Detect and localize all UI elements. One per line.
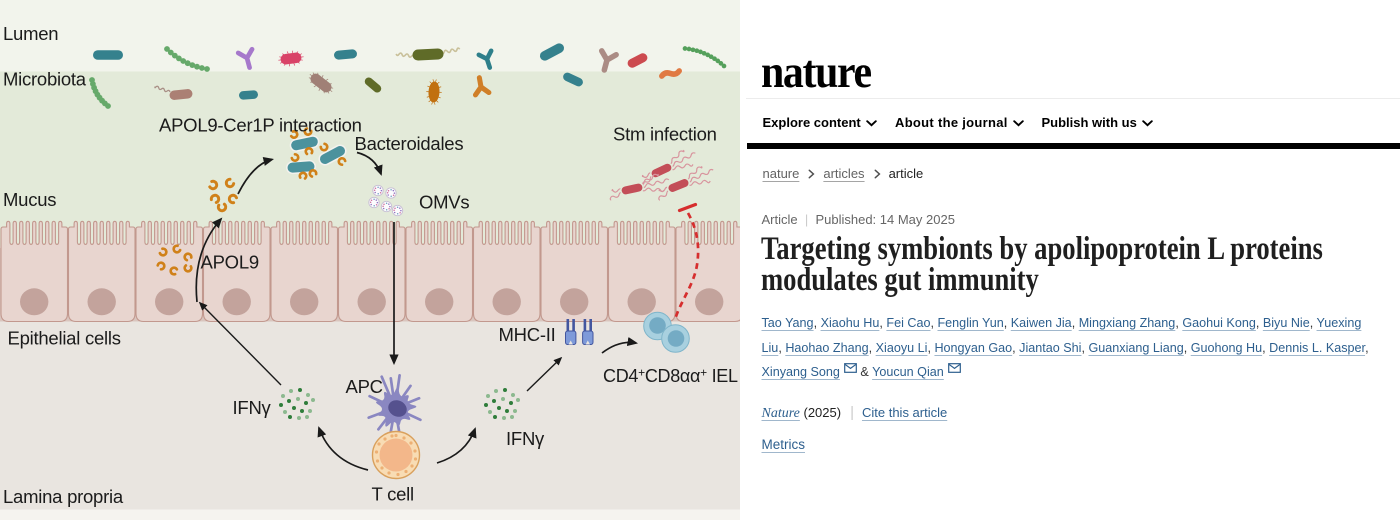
svg-text:Mucus: Mucus bbox=[3, 189, 56, 210]
svg-text:MHC-II: MHC-II bbox=[499, 324, 556, 345]
svg-text:Stm infection: Stm infection bbox=[613, 124, 717, 145]
svg-text:OMVs: OMVs bbox=[419, 192, 469, 213]
svg-text:Microbiota: Microbiota bbox=[3, 69, 87, 90]
svg-text:T cell: T cell bbox=[372, 484, 414, 505]
svg-text:APOL9-Cer1P interaction: APOL9-Cer1P interaction bbox=[159, 115, 362, 136]
svg-text:Bacteroidales: Bacteroidales bbox=[355, 133, 464, 154]
svg-text:Lumen: Lumen bbox=[3, 23, 58, 44]
svg-text:Epithelial cells: Epithelial cells bbox=[8, 328, 121, 349]
svg-text:APC: APC bbox=[346, 376, 383, 397]
svg-text:CD4+CD8αα+ IEL: CD4+CD8αα+ IEL bbox=[603, 366, 738, 387]
svg-text:APOL9: APOL9 bbox=[201, 252, 259, 273]
svg-text:IFNγ: IFNγ bbox=[506, 428, 545, 449]
svg-text:Lamina propria: Lamina propria bbox=[3, 486, 124, 507]
svg-text:IFNγ: IFNγ bbox=[233, 397, 272, 418]
